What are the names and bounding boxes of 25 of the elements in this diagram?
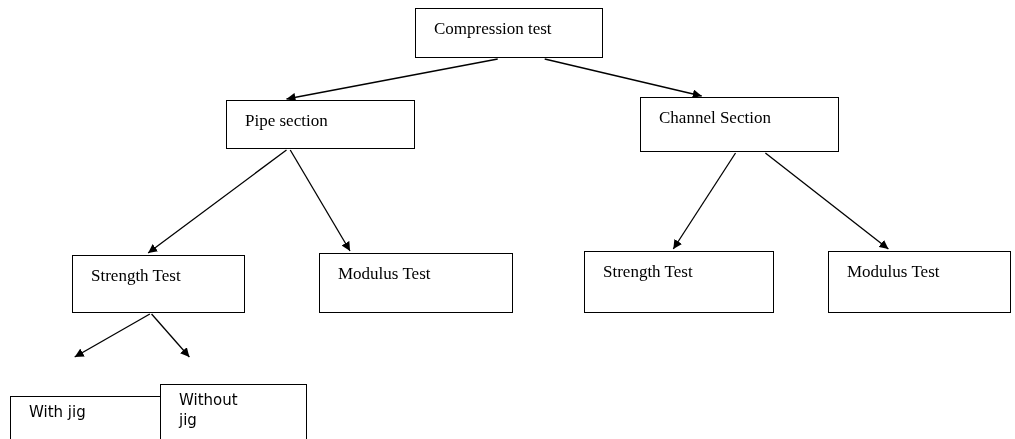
box-label: Channel Section <box>659 108 771 128</box>
arrow <box>289 149 351 252</box>
arrow <box>147 149 288 254</box>
box-label: Without jig <box>179 391 239 430</box>
box-label: With jig <box>29 403 87 423</box>
process-box <box>160 384 307 439</box>
arrow <box>74 313 151 358</box>
box-label: Pipe section <box>245 111 328 131</box>
box-label: Strength Test <box>91 266 181 286</box>
process-box <box>72 255 245 313</box>
arrow <box>764 152 890 250</box>
process-box <box>640 97 839 152</box>
process-box <box>226 100 415 149</box>
arrow <box>672 152 737 250</box>
arrow <box>544 58 703 99</box>
arrow <box>150 313 191 358</box>
process-box <box>828 251 1011 313</box>
process-box <box>415 8 603 58</box>
process-box <box>584 251 774 313</box>
arrow <box>285 58 499 102</box>
process-box <box>319 253 513 313</box>
box-label: Compression test <box>434 19 552 39</box>
box-label: Modulus Test <box>847 262 940 282</box>
box-label: Strength Test <box>603 262 693 282</box>
box-label: Modulus Test <box>338 264 431 284</box>
